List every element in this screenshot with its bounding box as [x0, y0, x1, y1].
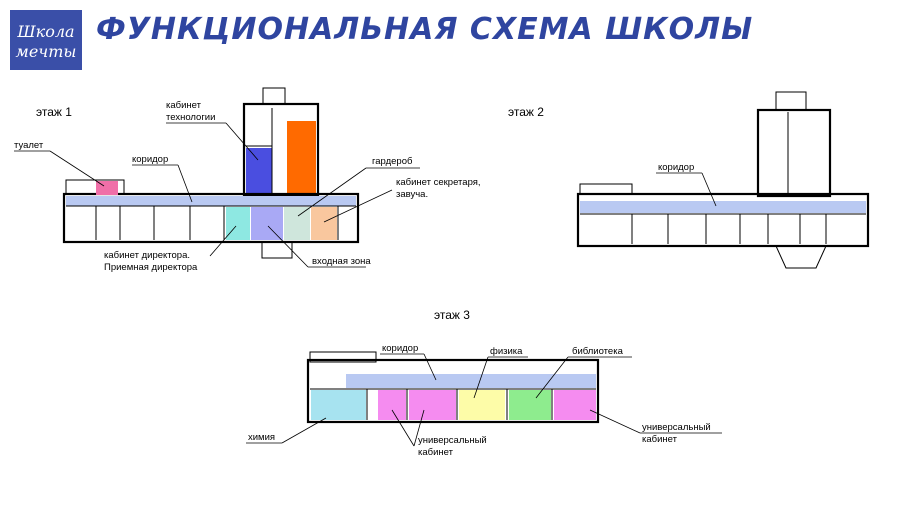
floor-3-corridor	[346, 374, 596, 388]
floor-3-west-top	[309, 351, 377, 363]
school-logo: Школа мечты	[10, 10, 82, 70]
logo-line-2: мечты	[15, 42, 77, 61]
floor-1-outline	[62, 192, 360, 244]
corridor-3-label: коридор	[382, 343, 418, 354]
logo-line-1: Школа	[17, 22, 75, 41]
technology-room	[287, 121, 316, 194]
floor-2-tower-top	[775, 91, 807, 111]
floor-2-tower	[756, 108, 832, 198]
tower-porch	[262, 87, 286, 105]
entrance-porch	[261, 241, 293, 259]
floor-2-outline	[576, 192, 870, 248]
physics-room	[459, 390, 505, 420]
universal-label-1: универсальный	[418, 435, 487, 446]
chemistry-label: химия	[248, 432, 275, 443]
floor-1-corridor	[66, 196, 356, 206]
floor-3-outline	[306, 358, 600, 424]
floor-3-plan: этаж 3 коридор физика библиотека химия у…	[246, 308, 722, 458]
floor-2-porch	[775, 245, 827, 269]
room-partitions	[95, 206, 339, 240]
director-room	[226, 207, 250, 240]
secretary-room	[311, 207, 337, 240]
floor-2-partitions	[631, 112, 827, 244]
floor-2-west-top	[579, 183, 633, 195]
universal-label-2: кабинет	[418, 447, 454, 458]
secretary-label-2: завуча.	[396, 189, 428, 200]
universal-room-b	[409, 390, 456, 420]
entrance-zone	[251, 207, 283, 240]
universal-room-c	[554, 390, 596, 420]
technology-label-1: кабинет	[166, 100, 202, 111]
floor-2-plan: этаж 2 коридор	[508, 91, 870, 269]
floor-1-label: этаж 1	[36, 105, 72, 119]
secretary-label-1: кабинет секретаря,	[396, 177, 481, 188]
page-title: ФУНКЦИОНАЛЬНАЯ СХЕМА ШКОЛЫ	[96, 12, 754, 47]
director-label-2: Приемная директора	[104, 262, 198, 273]
corridor-1-label: коридор	[132, 154, 168, 165]
chemistry-room	[311, 390, 366, 420]
wardrobe-label: гардероб	[372, 156, 413, 167]
blue-room	[246, 148, 272, 194]
technology-label-2: технологии	[166, 112, 215, 123]
universal-right-label-1: универсальный	[642, 422, 711, 433]
floor-1-plan: этаж 1 туалет коридор кабинет технологии	[14, 87, 481, 273]
floor-2-corridor	[580, 201, 866, 213]
wardrobe-room	[284, 207, 310, 240]
floor-3-partitions	[366, 389, 553, 420]
corridor-2-label: коридор	[658, 162, 694, 173]
physics-label: физика	[490, 346, 523, 357]
library-room	[509, 390, 551, 420]
floor-2-label: этаж 2	[508, 105, 544, 119]
floor-3-label: этаж 3	[434, 308, 470, 322]
universal-right-label-2: кабинет	[642, 434, 678, 445]
director-label-1: кабинет директора.	[104, 250, 190, 261]
universal-room-a	[378, 390, 406, 420]
entrance-label: входная зона	[312, 256, 371, 267]
library-label: библиотека	[572, 346, 624, 357]
toilet-label: туалет	[14, 140, 44, 151]
